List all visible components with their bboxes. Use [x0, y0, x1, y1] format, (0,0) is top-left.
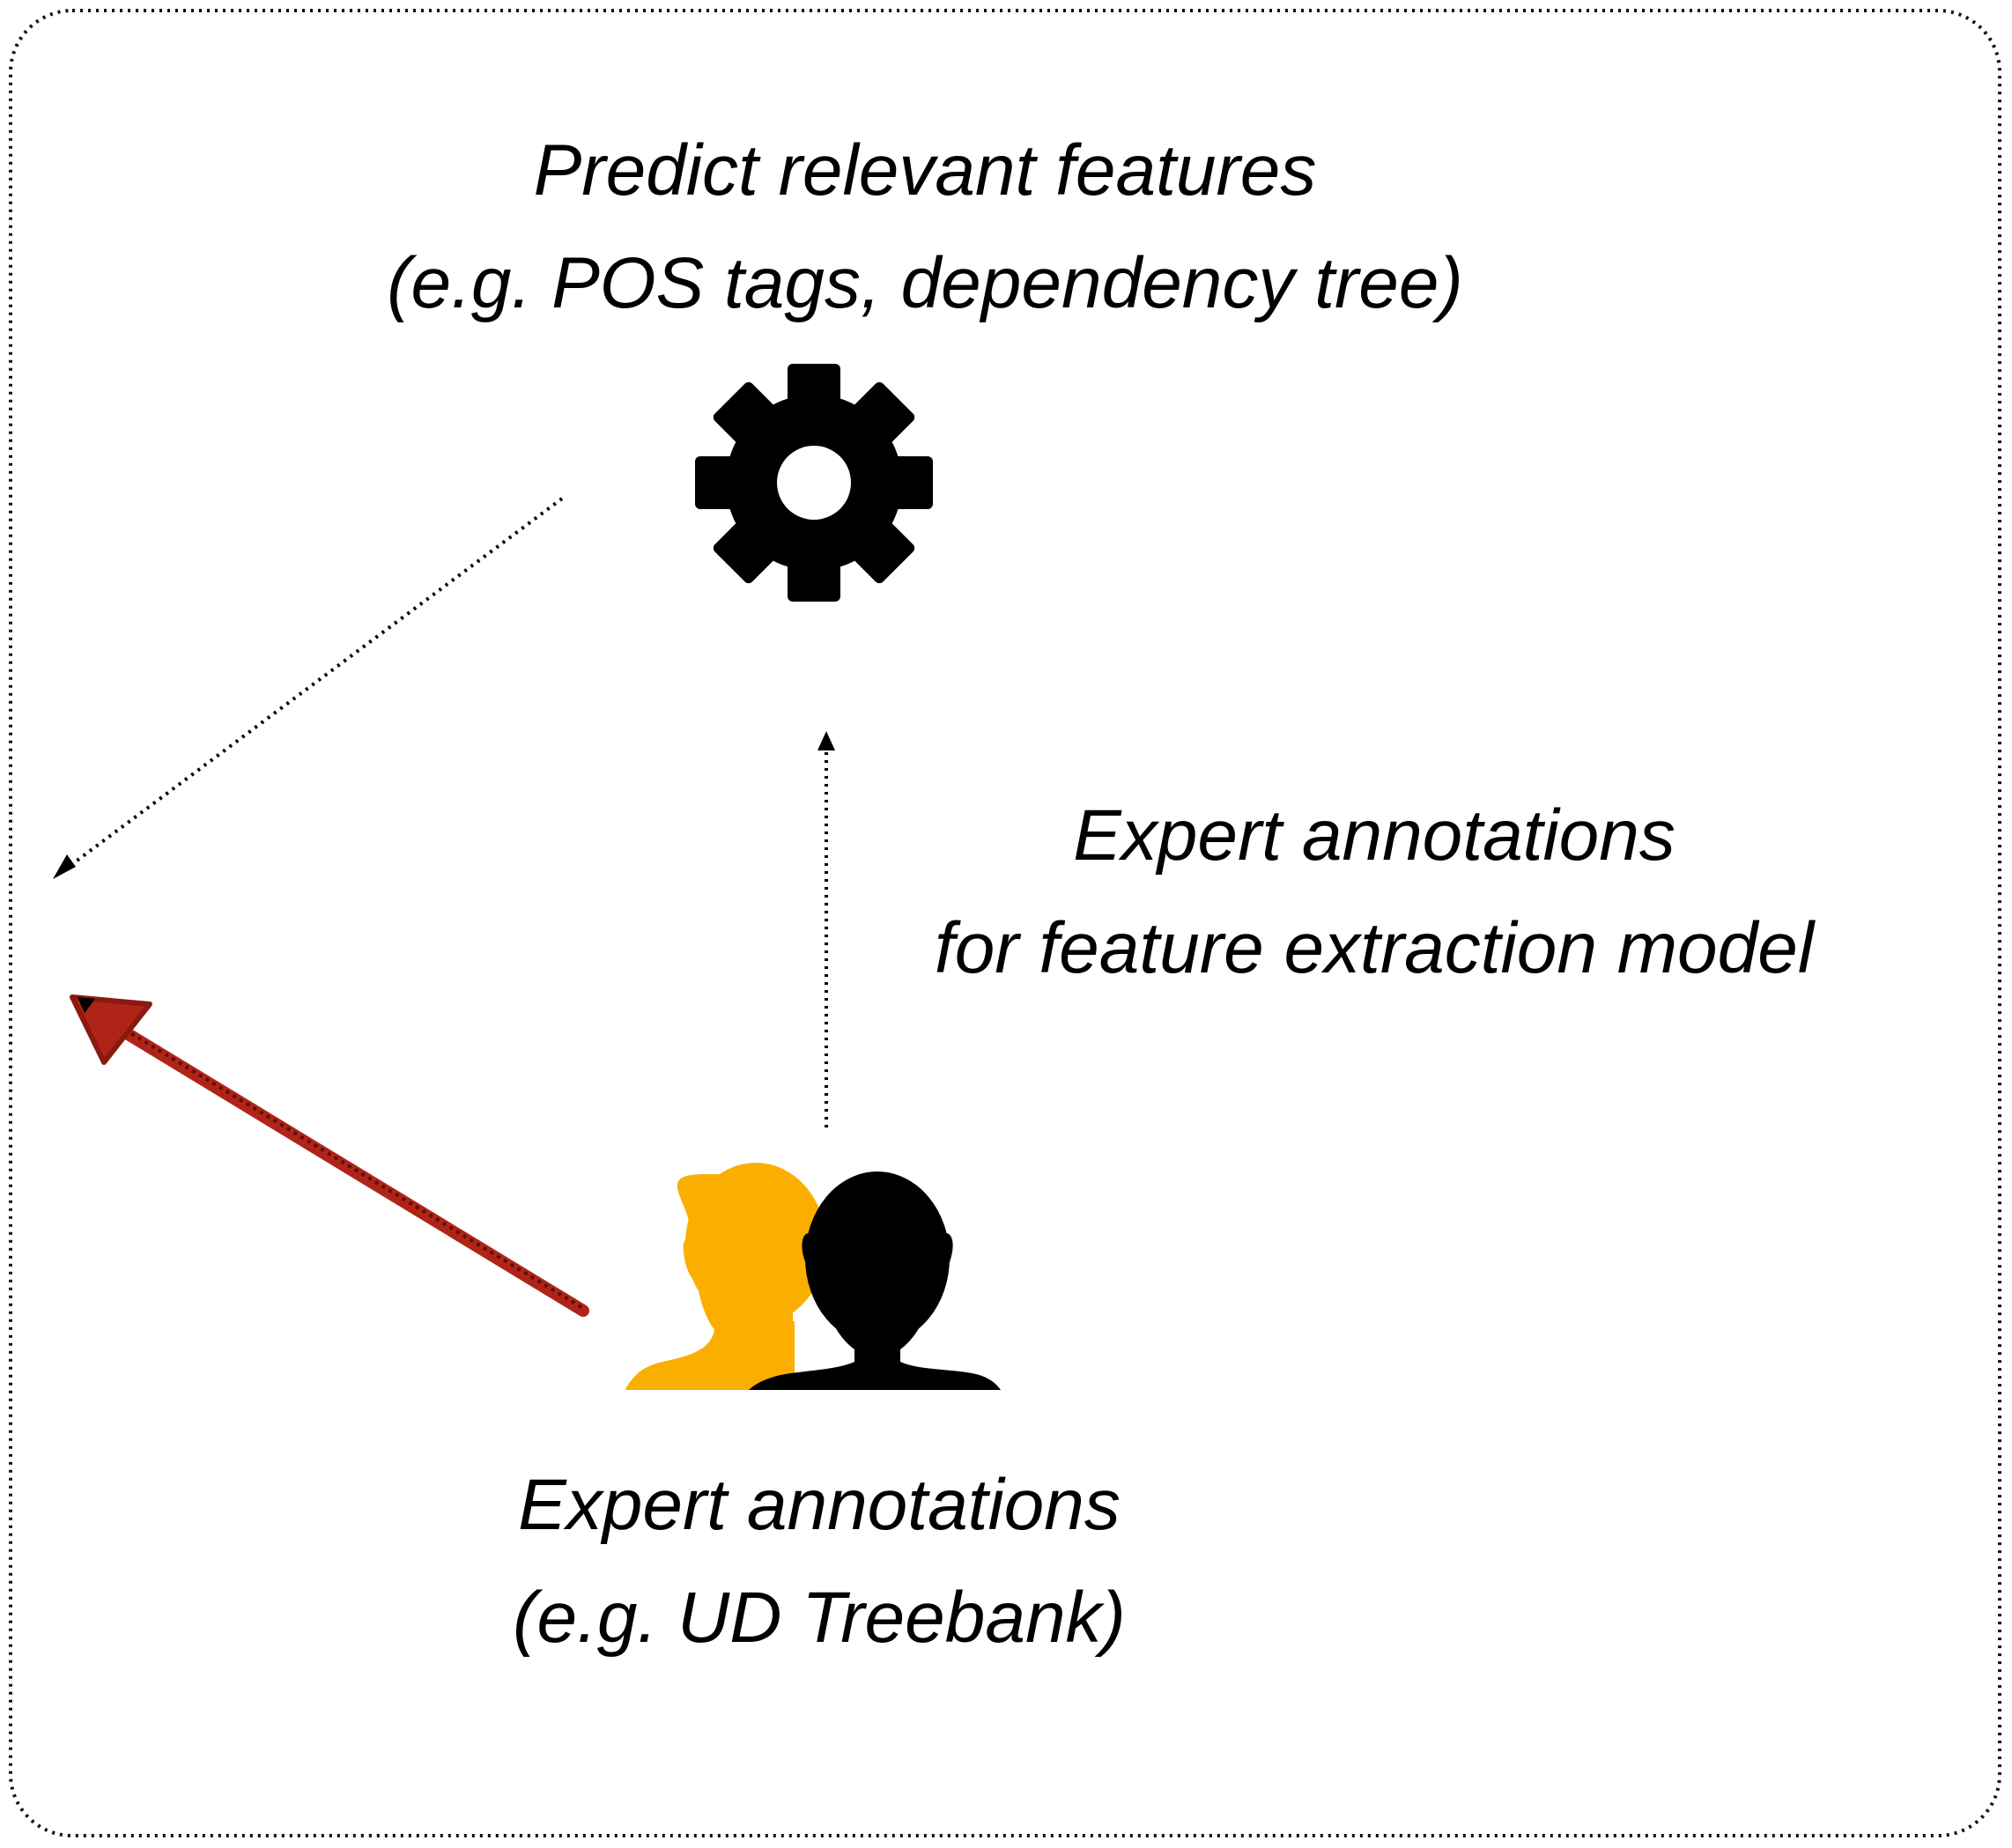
people-icon — [625, 1163, 1001, 1390]
person-orange-icon — [625, 1163, 826, 1390]
prediction-arrow-head — [53, 854, 76, 879]
feature-model-annotation-line2: for feature extraction model — [934, 908, 1815, 988]
feature-prediction-line1: Predict relevant features — [533, 130, 1317, 211]
feature-model-annotation-line1: Expert annotations — [1073, 795, 1675, 876]
highlight-arrow — [70, 994, 589, 1317]
prediction-arrow — [60, 497, 564, 874]
gear-icon — [695, 364, 933, 602]
person-black-icon — [749, 1172, 1001, 1390]
feature-prediction-line2: (e.g. POS tags, dependency tree) — [387, 243, 1463, 323]
expert-annotations-label: Expert annotations (e.g. UD Treebank) — [379, 1449, 1260, 1674]
annotation-arrow-head — [817, 731, 835, 750]
diagram-border — [9, 9, 2001, 1837]
expert-annotations-line2: (e.g. UD Treebank) — [513, 1578, 1126, 1658]
expert-annotations-line1: Expert annotations — [518, 1465, 1121, 1545]
feature-model-annotation-label: Expert annotations for feature extractio… — [793, 780, 1956, 1005]
feature-prediction-label: Predict relevant features (e.g. POS tags… — [220, 115, 1630, 340]
